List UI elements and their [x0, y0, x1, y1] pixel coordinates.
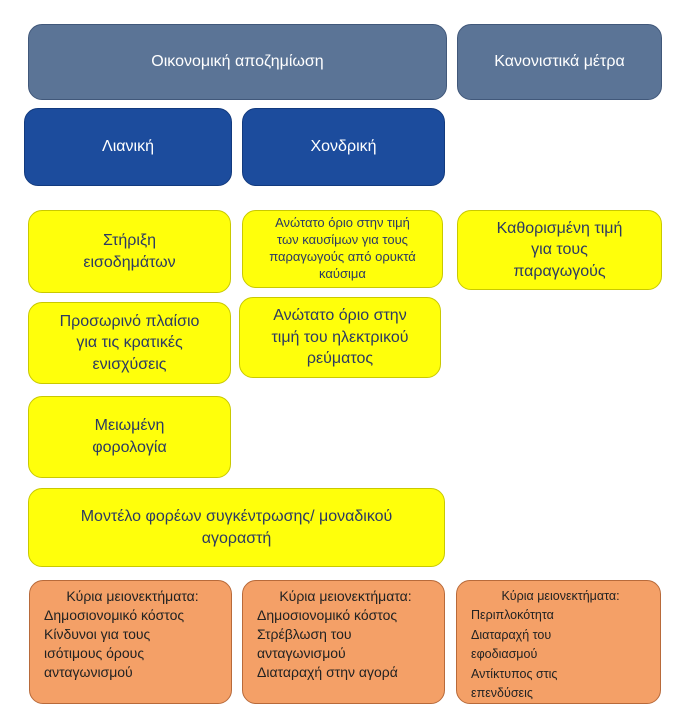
drawback-line: ισότιμους όρους [44, 644, 145, 661]
drawbacks-title: Κύρια μειονεκτήματα: [279, 588, 412, 604]
wholesale-box: Χονδρική [242, 108, 445, 186]
drawback-line: Διαταραχή στην αγορά [257, 663, 398, 680]
regulatory-measures-box: Κανονιστικά μέτρα [457, 24, 662, 100]
temporary-state-aid-label: Προσωρινό πλαίσιο για τις κρατικές ενισχ… [59, 312, 200, 373]
single-buyer-model-box: Μοντέλο φορέων συγκέντρωσης/ μοναδικού α… [28, 488, 445, 567]
drawback-line: Δημοσιονομικό κόστος [257, 606, 398, 623]
drawbacks-box-retail: Κύρια μειονεκτήματα: Δημοσιονομικό κόστο… [29, 580, 232, 704]
economic-compensation-box: Οικονομική αποζημίωση [28, 24, 447, 100]
fuel-price-cap-box: Ανώτατο όριο στην τιμή των καυσίμων για … [242, 210, 443, 288]
drawbacks-box-wholesale: Κύρια μειονεκτήματα: Δημοσιονομικό κόστο… [242, 580, 445, 704]
electricity-price-cap-box: Ανώτατο όριο στην τιμή του ηλεκτρικού ρε… [239, 297, 441, 378]
fixed-price-producers-label: Καθορισμένη τιμή για τους παραγωγούς [496, 219, 623, 280]
drawback-line: εφοδιασμού [471, 647, 538, 662]
reduced-taxation-label: Μειωμένη φορολογία [92, 417, 167, 456]
income-support-label: Στήριξη εισοδημάτων [83, 231, 176, 271]
drawback-line: ανταγωνισμού [257, 644, 346, 661]
drawback-line: Στρέβλωση του [257, 625, 352, 642]
drawbacks-title: Κύρια μειονεκτήματα: [66, 588, 199, 604]
drawback-line: επενδύσεις [471, 685, 533, 700]
economic-compensation-label: Οικονομική αποζημίωση [151, 53, 324, 70]
drawbacks-title: Κύρια μειονεκτήματα: [501, 589, 620, 603]
drawbacks-box-regulatory: Κύρια μειονεκτήματα: Περιπλοκότητα Διατα… [456, 580, 661, 704]
temporary-state-aid-box: Προσωρινό πλαίσιο για τις κρατικές ενισχ… [28, 302, 231, 384]
retail-label: Λιανική [102, 138, 154, 155]
drawback-line: Δημοσιονομικό κόστος [44, 606, 185, 623]
electricity-price-cap-label: Ανώτατο όριο στην τιμή του ηλεκτρικού ρε… [271, 307, 409, 368]
fuel-price-cap-label: Ανώτατο όριο στην τιμή των καυσίμων για … [269, 215, 416, 281]
fixed-price-producers-box: Καθορισμένη τιμή για τους παραγωγούς [457, 210, 662, 290]
drawback-line: Περιπλοκότητα [471, 608, 554, 623]
drawback-line: Κίνδυνοι για τους [44, 625, 151, 642]
drawback-line: Αντίκτυπος στις [471, 666, 558, 681]
regulatory-measures-label: Κανονιστικά μέτρα [494, 53, 625, 70]
single-buyer-model-label: Μοντέλο φορέων συγκέντρωσης/ μοναδικού α… [80, 507, 393, 547]
wholesale-label: Χονδρική [310, 138, 377, 155]
drawback-line: Διαταραχή του [471, 627, 552, 642]
income-support-box: Στήριξη εισοδημάτων [28, 210, 231, 293]
drawback-line: ανταγωνισμού [44, 663, 133, 680]
retail-box: Λιανική [24, 108, 232, 186]
reduced-taxation-box: Μειωμένη φορολογία [28, 396, 231, 478]
